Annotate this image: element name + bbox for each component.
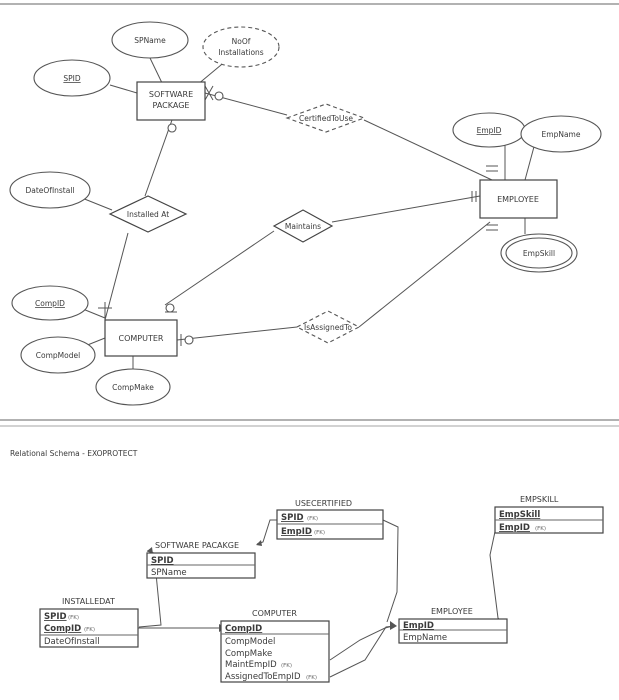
- schema-table-empskill: EMPSKILL EmpSkill EmpID (FK): [494, 495, 604, 534]
- schema-computer-field-compid: CompID: [225, 624, 262, 634]
- er-relationship-assigned: IsAssignedTo: [295, 310, 361, 344]
- er-attr-spname: SPName: [111, 21, 189, 59]
- schema-usecertified-field-empid: EmpID: [281, 527, 312, 537]
- schema-table-computer: COMPUTER CompID CompModel CompMake Maint…: [220, 609, 330, 683]
- schema-table-installedat-name: INSTALLEDAT: [62, 597, 115, 606]
- er-attr-spid: SPID: [33, 59, 111, 97]
- schema-table-software-name: SOFTWARE PACAKGE: [155, 541, 239, 550]
- schema-usecertified-fk-2: (FK): [314, 530, 325, 536]
- schema-installedat-fk-1: (FK): [68, 615, 79, 621]
- er-attr-spid-label: SPID: [63, 74, 80, 83]
- er-relationship-certified-label: CertifiedToUse: [299, 114, 353, 123]
- schema-installedat-field-dateofinstall: DateOfInstall: [44, 637, 100, 647]
- er-relationship-assigned-label: IsAssignedTo: [304, 323, 352, 332]
- schema-usecertified-field-spid: SPID: [281, 513, 304, 523]
- er-attr-dateofinstall-label: DateOfInstall: [25, 186, 74, 195]
- schema-table-employee-name: EMPLOYEE: [431, 607, 473, 616]
- schema-table-usecertified: USECERTIFIED SPID (FK) EmpID (FK): [276, 499, 384, 540]
- er-attr-compid: CompID: [11, 285, 89, 321]
- er-attr-compmake: CompMake: [95, 368, 171, 406]
- schema-table-employee: EMPLOYEE EmpID EmpName: [398, 607, 508, 644]
- er-relationship-installed: Installed At: [108, 195, 188, 233]
- er-attr-compmodel-label: CompModel: [36, 351, 80, 360]
- er-entity-computer: COMPUTER: [104, 319, 178, 357]
- er-relationship-certified: CertifiedToUse: [285, 103, 366, 133]
- schema-table-software: SOFTWARE PACAKGE SPID SPName: [146, 541, 256, 579]
- er-attr-spname-label: SPName: [134, 36, 166, 45]
- schema-table-empskill-name: EMPSKILL: [520, 495, 559, 504]
- schema-computer-fk-1: (FK): [281, 663, 292, 669]
- schema-software-field-spid: SPID: [151, 556, 174, 566]
- er-attr-noof-label-1: NoOf: [232, 37, 251, 46]
- schema-employee-field-empid: EmpID: [403, 621, 434, 631]
- er-attr-empid: EmpID: [452, 112, 526, 148]
- er-diagram: SOFTWARE PACKAGE EMPLOYEE COMPUTER Certi…: [0, 3, 619, 427]
- er-attr-compmodel: CompModel: [20, 336, 96, 374]
- schema-title: Relational Schema - EXOPROTECT: [10, 449, 138, 458]
- schema-installedat-fk-2: (FK): [84, 627, 95, 633]
- er-attr-empskill: EmpSkill: [500, 233, 578, 273]
- schema-empskill-fk: (FK): [535, 526, 546, 532]
- schema-computer-field-maintempid: MaintEmpID: [225, 660, 277, 670]
- er-attr-empskill-label: EmpSkill: [523, 249, 555, 258]
- er-attr-compmake-label: CompMake: [112, 383, 154, 392]
- er-attr-empname-label: EmpName: [542, 130, 581, 139]
- er-relationship-installed-label: Installed At: [127, 210, 169, 219]
- er-relationship-maintains: Maintains: [272, 209, 334, 243]
- schema-computer-field-compmodel: CompModel: [225, 637, 275, 647]
- er-attr-empid-label: EmpID: [477, 126, 502, 135]
- er-attr-dateofinstall: DateOfInstall: [9, 171, 91, 209]
- er-attr-noof: NoOf Installations: [202, 26, 280, 68]
- er-entity-software-package: SOFTWARE PACKAGE: [136, 81, 206, 121]
- er-entity-software-package-label-1: SOFTWARE: [149, 90, 193, 99]
- er-attr-compid-label: CompID: [35, 299, 65, 308]
- er-entity-computer-label: COMPUTER: [119, 334, 164, 343]
- schema-installedat-field-compid: CompID: [44, 624, 81, 634]
- schema-table-installedat: INSTALLEDAT SPID (FK) CompID (FK) DateOf…: [39, 597, 139, 648]
- er-attr-noof-label-2: Installations: [218, 48, 264, 57]
- schema-empskill-field-empid: EmpID: [499, 523, 530, 533]
- schema-empskill-field-empskill: EmpSkill: [499, 510, 540, 520]
- schema-software-field-spname: SPName: [151, 568, 187, 578]
- er-entity-employee: EMPLOYEE: [479, 179, 558, 219]
- schema-table-computer-name: COMPUTER: [252, 609, 297, 618]
- er-relationship-maintains-label: Maintains: [285, 222, 321, 231]
- er-entity-employee-label: EMPLOYEE: [497, 195, 539, 204]
- schema-employee-field-empname: EmpName: [403, 633, 447, 643]
- schema-installedat-field-spid: SPID: [44, 612, 67, 622]
- schema-usecertified-fk-1: (FK): [307, 516, 318, 522]
- schema-table-usecertified-name: USECERTIFIED: [295, 499, 352, 508]
- schema-computer-fk-2: (FK): [306, 675, 317, 681]
- er-entity-software-package-label-2: PACKAGE: [153, 101, 190, 110]
- schema-computer-field-compmake: CompMake: [225, 649, 272, 659]
- er-attr-empname: EmpName: [520, 115, 602, 153]
- relational-schema: Relational Schema - EXOPROTECT USECERTIF…: [10, 449, 604, 683]
- schema-computer-field-assignedtoempid: AssignedToEmpID: [225, 672, 301, 682]
